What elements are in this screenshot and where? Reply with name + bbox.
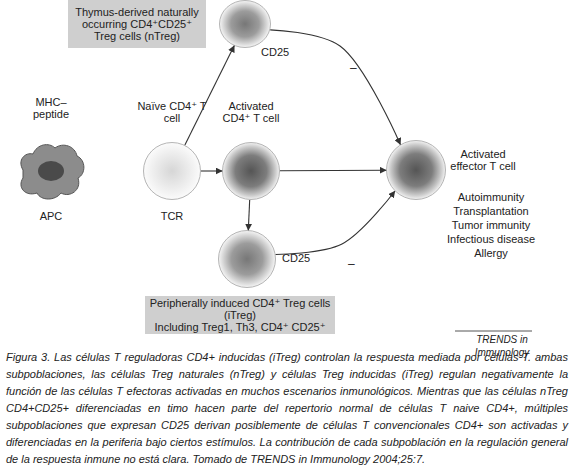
disease-item: Allergy [436, 247, 546, 260]
connector-arrow [280, 170, 386, 172]
connector-arrow [248, 200, 249, 230]
cell-outline [218, 230, 276, 288]
source-rule [455, 331, 532, 332]
node-text: Naïve CD4⁺ T cell [137, 100, 207, 124]
connector-arrow [185, 46, 234, 145]
node-text: Including Treg1, Th3, CD4⁺ CD25⁺ [155, 321, 326, 333]
cell-outline [219, 0, 271, 48]
naive-cell: Naïve CD4⁺ T cellTCR [143, 142, 201, 200]
effector-cell: Activated effector T cell [386, 140, 446, 200]
node-text: TCR [147, 210, 197, 222]
connector-arrow [276, 191, 395, 254]
activated-cell: Activated CD4⁺ T cell [222, 142, 280, 200]
node-text: CD25 [282, 252, 322, 264]
cell-outline [143, 142, 201, 200]
figure-caption: Figura 3. Las células T reguladoras CD4+… [6, 349, 568, 468]
inhibition-sign: – [348, 258, 355, 270]
cell-outline [222, 142, 280, 200]
cell-body [387, 141, 446, 200]
treg-cell: CD25 [218, 230, 276, 288]
cell-outline [386, 140, 446, 200]
treg-box: Peripherally induced CD4⁺ Treg cells (iT… [145, 296, 335, 334]
disease-item: Transplantation [436, 205, 546, 218]
node-text: APC [21, 210, 81, 222]
disease-item: Tumor immunity [436, 219, 546, 232]
treg-cell: CD25 [219, 0, 271, 48]
cell-body [223, 143, 280, 200]
node-text: Activated CD4⁺ T cell [216, 100, 286, 124]
node-text: Thymus-derived naturally occurring CD4⁺C… [72, 6, 202, 42]
node-text: CD25 [261, 46, 301, 58]
apc-nucleus [38, 161, 64, 181]
node-text: Peripherally induced CD4⁺ Treg cells (iT… [149, 297, 331, 321]
cell-body [219, 231, 276, 288]
node-text: Activated effector T cell [450, 148, 516, 172]
treg-box: Thymus-derived naturally occurring CD4⁺C… [68, 0, 206, 48]
disease-item: Infectious disease [436, 233, 546, 246]
apc-body [21, 145, 84, 199]
connector-arrow [270, 30, 400, 145]
disease-item: Autoimmunity [436, 191, 546, 204]
node-text: MHC–peptide [21, 96, 81, 120]
apc-cell: MHC–peptideAPC [15, 140, 87, 202]
cell-body [144, 143, 201, 200]
connector-arrow [201, 170, 222, 171]
inhibition-sign: – [350, 62, 357, 74]
apc-outline [15, 140, 87, 202]
cell-body [220, 1, 271, 48]
